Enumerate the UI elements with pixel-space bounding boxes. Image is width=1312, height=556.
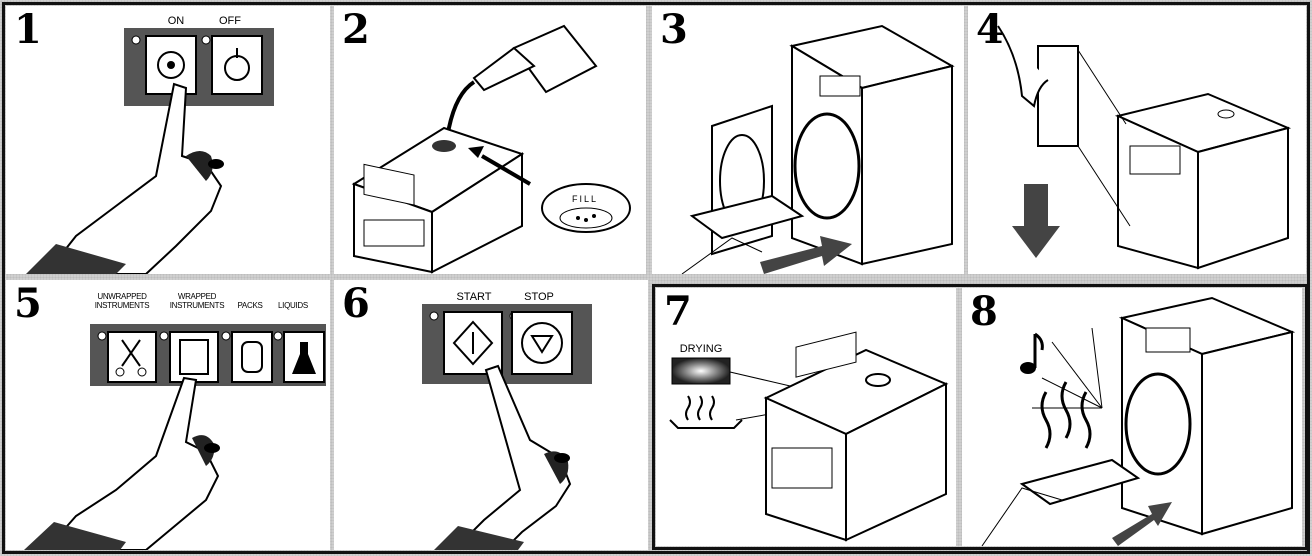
step-1-illustration xyxy=(26,28,274,274)
start-label: START xyxy=(456,291,492,303)
wrapped-instruments-label: WRAPPED INSTRUMENTS xyxy=(169,292,225,310)
step-number: 6 xyxy=(342,280,370,327)
step-3-illustration xyxy=(681,24,955,274)
scissors-icon xyxy=(107,331,157,383)
on-label: ON xyxy=(167,15,185,27)
step-5-illustration xyxy=(24,324,326,550)
step-3-panel: 3 xyxy=(652,6,964,274)
power-off-icon xyxy=(211,35,263,95)
flask-icon xyxy=(283,331,325,383)
step-7-panel: 7 DRYING xyxy=(656,288,956,546)
drying-label: DRYING xyxy=(679,343,723,355)
step-4-illustration xyxy=(997,25,1292,270)
unwrapped-instruments-label: UNWRAPPED INSTRUMENTS xyxy=(94,292,150,310)
step-number: 8 xyxy=(970,288,998,335)
stop-icon xyxy=(511,311,573,375)
step-2-panel: 2 FILL xyxy=(334,6,646,274)
step-6-panel: 6 START STOP xyxy=(334,280,648,550)
packs-label: PACKS xyxy=(237,301,263,310)
step-8-illustration xyxy=(981,296,1296,546)
step-number: 3 xyxy=(660,6,688,53)
step-5-panel: 5 UNWRAPPED INSTRUMENTS WRAPPED INSTRUME… xyxy=(6,280,330,550)
step-6-illustration xyxy=(422,304,592,550)
step-8-panel: 8 xyxy=(962,288,1302,546)
power-on-icon xyxy=(145,35,197,95)
start-icon xyxy=(443,311,503,375)
step-number: 1 xyxy=(14,6,42,53)
step-7-illustration xyxy=(669,331,949,542)
packs-icon xyxy=(231,331,273,383)
off-label: OFF xyxy=(219,15,241,27)
step-number: 7 xyxy=(664,288,692,335)
music-note-icon xyxy=(1020,332,1044,374)
step-1-panel: 1 ON OFF xyxy=(6,6,330,274)
stop-label: STOP xyxy=(524,291,554,303)
liquids-label: LIQUIDS xyxy=(278,301,308,310)
heat-icon xyxy=(669,395,743,429)
step-number: 5 xyxy=(14,280,42,327)
wrapped-instruments-icon xyxy=(169,331,219,383)
fill-label: FILL xyxy=(571,194,598,204)
step-number: 2 xyxy=(342,6,370,53)
step-4-panel: 4 xyxy=(968,6,1306,274)
step-2-illustration xyxy=(351,24,631,274)
